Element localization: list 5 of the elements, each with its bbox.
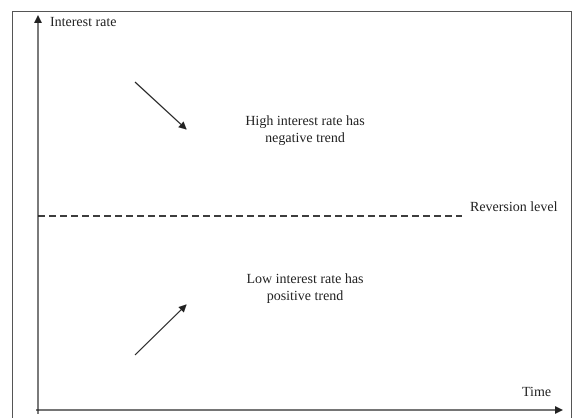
axis-label: Time bbox=[522, 384, 552, 401]
axis-label: Interest rate bbox=[50, 14, 118, 31]
axis-label: Reversion level bbox=[470, 199, 558, 216]
axis-label: High interest rate has negative trend bbox=[244, 113, 366, 147]
axis-label: Low interest rate has positive trend bbox=[245, 271, 364, 305]
